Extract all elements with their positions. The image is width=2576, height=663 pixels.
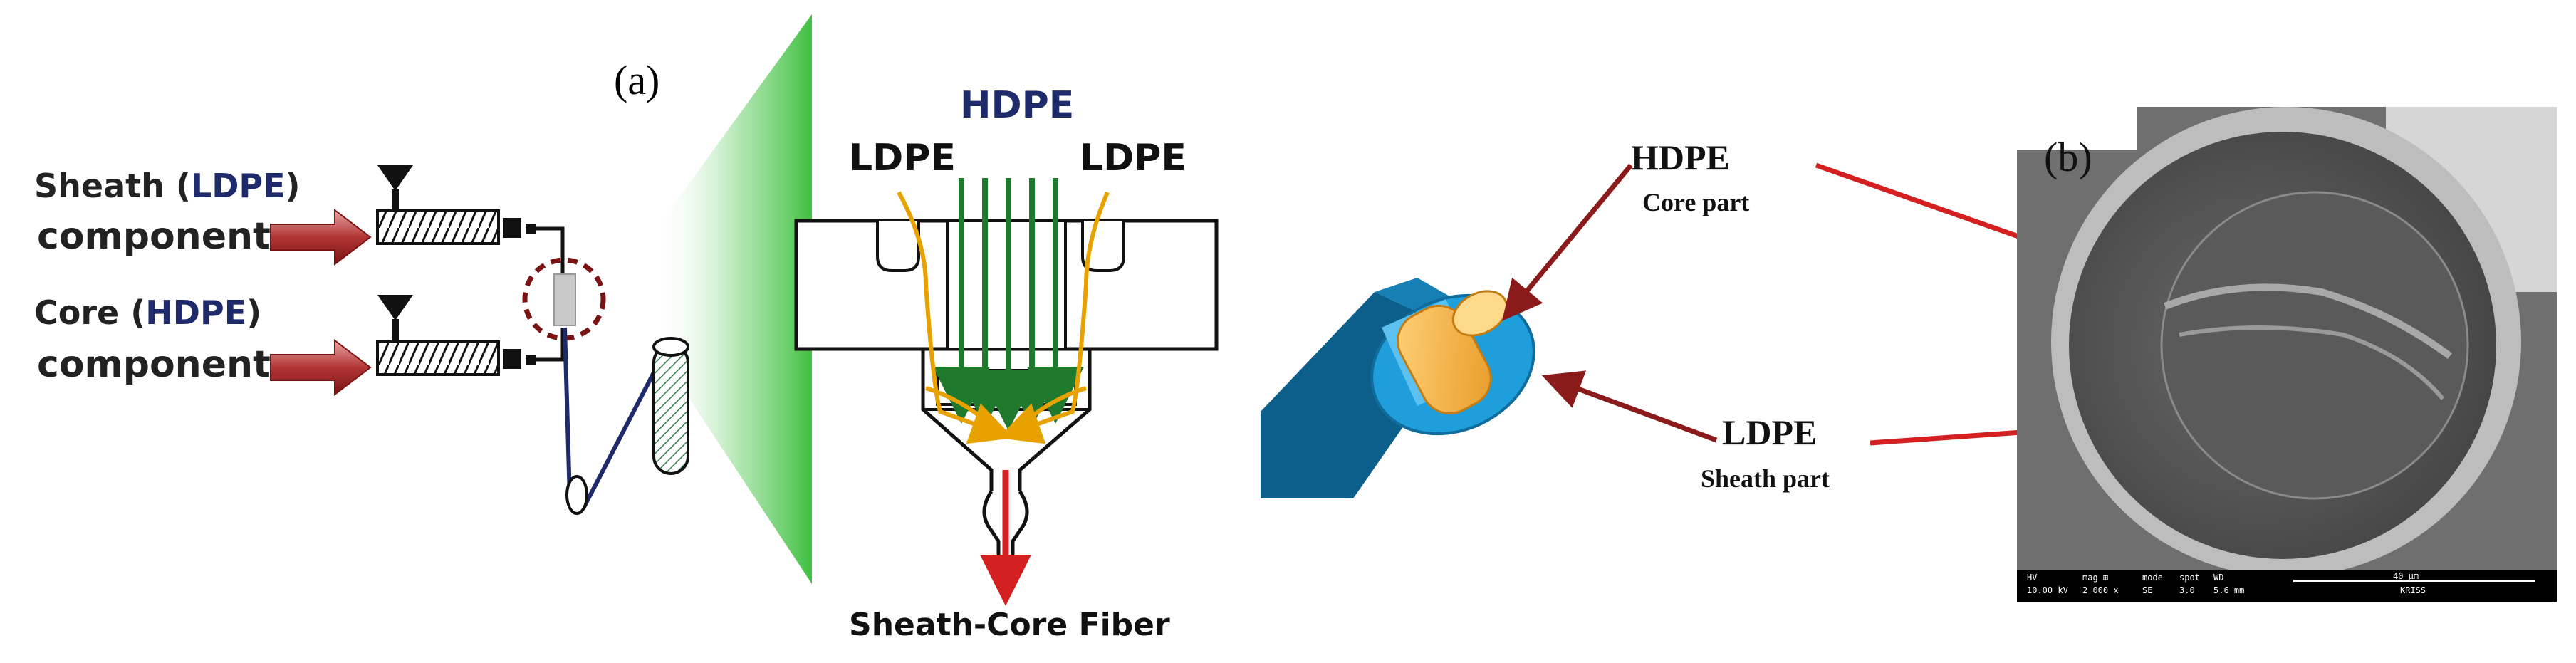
- core-close-paren: ): [246, 293, 262, 332]
- sheath-feed-arrow: [270, 208, 372, 266]
- spinneret-zoom-circle: [522, 257, 606, 341]
- sem-value-2: SE: [2142, 585, 2153, 595]
- sem-param-4: WD: [2213, 573, 2224, 583]
- core-feed-arrow: [270, 338, 372, 397]
- ldpe-right-label: LDPE: [1080, 137, 1187, 179]
- sem-param-2: mode: [2142, 573, 2163, 583]
- sheath-component-line2: component: [37, 215, 271, 258]
- winder-roll-icon: [652, 337, 689, 475]
- sheath-core-fiber-model: [1261, 278, 1535, 498]
- sheath-component-line1: Sheath (LDPE): [34, 169, 301, 202]
- panel-a-label: (a): [614, 57, 660, 103]
- sem-value-1: 2 000 x: [2082, 585, 2119, 595]
- sheath-ldpe-text: LDPE: [190, 167, 286, 205]
- sem-param-1: mag ⊞: [2082, 573, 2109, 583]
- sem-institution: KRISS: [2400, 585, 2426, 595]
- sem-scale-bar: [2293, 580, 2535, 582]
- hdpe-core-sub: Core part: [1642, 188, 1750, 216]
- hdpe-core-title: HDPE: [1631, 137, 1730, 177]
- ldpe-flow-arrows: [897, 191, 1110, 444]
- sem-info-bar: HV mag ⊞ mode spot WD 10.00 kV 2 000 x S…: [2023, 571, 2557, 600]
- ldpe-sheath-sub: Sheath part: [1701, 464, 1830, 493]
- sem-image: [2017, 107, 2557, 602]
- sem-scale-text: 40 μm: [2393, 571, 2419, 581]
- hdpe-callout-arrow: [1502, 163, 1633, 321]
- spinneret-block: [553, 273, 576, 326]
- sem-param-0: HV: [2027, 573, 2038, 583]
- core-component-line2: component: [37, 343, 271, 386]
- panel-b-label: (b): [2044, 134, 2092, 180]
- hdpe-flow-arrows: [933, 178, 1084, 431]
- godet-roller: [565, 475, 588, 515]
- ldpe-callout-arrow: [1541, 370, 1718, 443]
- sheath-core-fiber-caption: Sheath-Core Fiber: [849, 607, 1170, 643]
- sheath-close-paren: ): [285, 167, 301, 205]
- sheath-text: Sheath (: [34, 167, 191, 205]
- core-text: Core (: [34, 293, 146, 332]
- ldpe-sheath-title: LDPE: [1722, 412, 1818, 452]
- core-hopper-icon: [377, 295, 413, 320]
- core-component-line1: Core (HDPE): [34, 296, 261, 329]
- sem-value-0: 10.00 kV: [2027, 585, 2068, 595]
- core-extruder-screw: [376, 340, 500, 376]
- core-hdpe-text: HDPE: [145, 293, 247, 332]
- sheath-hopper-icon: [377, 165, 413, 191]
- sem-value-3: 3.0: [2179, 585, 2195, 595]
- hdpe-top-label: HDPE: [960, 84, 1075, 127]
- ldpe-left-label: LDPE: [849, 137, 956, 179]
- sheath-extruder-screw: [376, 209, 500, 245]
- sem-value-4: 5.6 mm: [2213, 585, 2245, 595]
- sem-param-3: spot: [2179, 573, 2200, 583]
- zoom-glow-cone: [652, 14, 812, 584]
